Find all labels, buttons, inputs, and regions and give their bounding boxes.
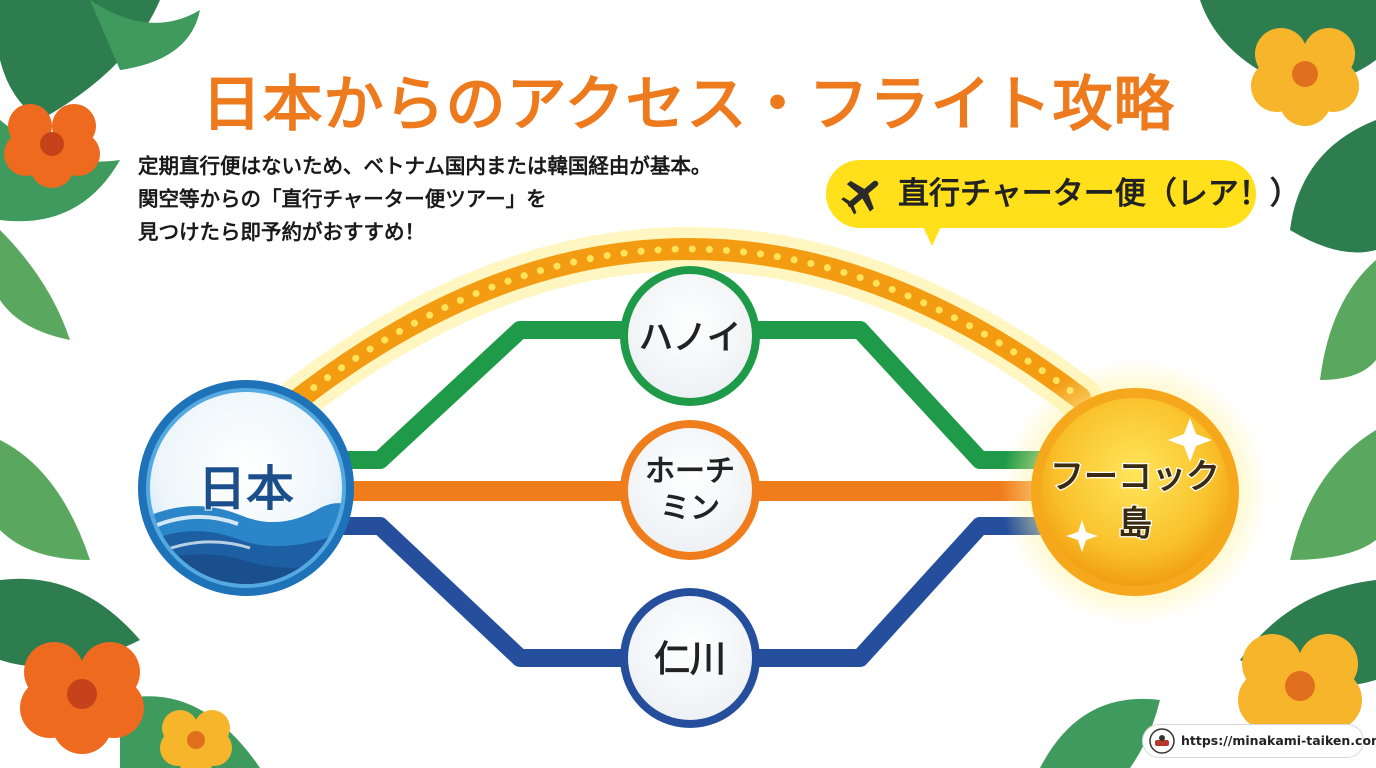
sparkle-icon xyxy=(1066,520,1098,552)
node-destination xyxy=(1001,358,1269,626)
node-hcmc xyxy=(620,420,760,560)
intro-text: 定期直行便はないため、ベトナム国内または韓国経由が基本。 関空等からの「直行チャ… xyxy=(138,150,711,249)
direct-charter-route-dots xyxy=(296,245,1084,402)
node-hcmc-label-line2: ミン xyxy=(660,491,720,526)
website-url[interactable]: https://minakami-taiken.com/ xyxy=(1181,733,1376,748)
sparkle-icon xyxy=(1168,418,1212,462)
hibiscus-flower-icon xyxy=(1251,28,1359,126)
direct-charter-callout: 直行チャーター便（レア！） xyxy=(826,160,1301,246)
node-hanoi-label: ハノイ xyxy=(639,318,741,358)
intro-line-1: 定期直行便はないため、ベトナム国内または韓国経由が基本。 xyxy=(138,154,712,178)
node-hcmc-label-line1: ホーチ xyxy=(645,454,735,489)
intro-line-3: 見つけたら即予約がおすすめ！ xyxy=(138,220,425,244)
callout-label: 直行チャーター便（レア！） xyxy=(898,176,1301,212)
node-destination-label-line2: 島 xyxy=(1118,504,1152,544)
logo-icon xyxy=(1149,728,1175,754)
airplane-icon xyxy=(841,180,879,215)
callout-bubble xyxy=(826,160,1256,228)
page-title: 日本からのアクセス・フライト攻略 xyxy=(201,70,1175,140)
node-origin xyxy=(138,380,354,596)
node-incheon xyxy=(620,588,760,728)
intro-line-2: 関空等からの「直行チャーター便ツアー」を xyxy=(138,187,547,211)
node-incheon-label: 仁川 xyxy=(654,639,726,680)
website-badge[interactable]: https://minakami-taiken.com/ xyxy=(1142,724,1376,758)
hibiscus-flower-icon xyxy=(4,104,100,188)
node-destination-label-line1: フーコック xyxy=(1050,457,1220,497)
hibiscus-flower-icon xyxy=(20,642,232,768)
node-origin-label: 日本 xyxy=(198,461,294,517)
node-hanoi xyxy=(620,266,760,406)
